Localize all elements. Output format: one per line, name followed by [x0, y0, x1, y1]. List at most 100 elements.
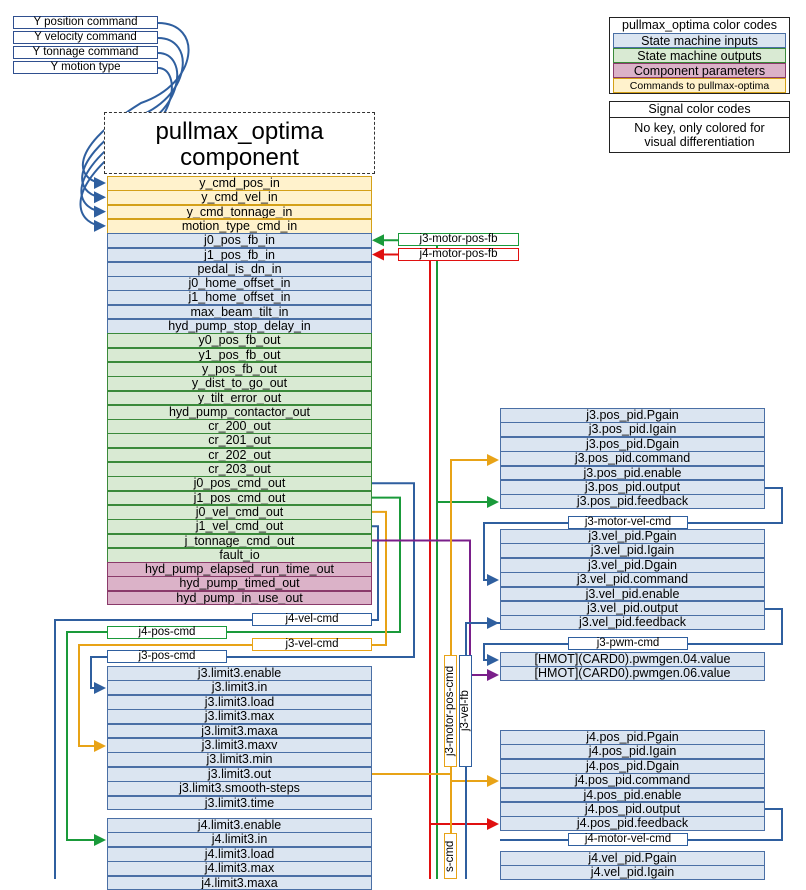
arrowhead — [94, 219, 106, 232]
legend-row-out: State machine outputs — [613, 48, 786, 63]
pos-pid-pin: j4.pos_pid.output — [500, 802, 765, 817]
component-pin: hyd_pump_in_use_out — [107, 590, 372, 606]
limit3-pin: j3.limit3.enable — [107, 666, 372, 681]
pos-pid-pin: j3.pos_pid.feedback — [500, 494, 765, 510]
signal-legend-note-line2: visual differentiation — [644, 135, 755, 149]
arrowhead — [94, 191, 106, 204]
component-pin: cr_203_out — [107, 462, 372, 477]
legend-row-in: State machine inputs — [613, 33, 786, 48]
limit3-pin: j3.limit3.smooth-steps — [107, 781, 372, 797]
component-pin: y_cmd_vel_in — [107, 190, 372, 206]
j4-vel-cmd-route — [54, 619, 252, 879]
j3-motor-pos-cmd-wire — [372, 459, 488, 775]
limit3-pin: j3.limit3.maxv — [107, 738, 372, 753]
vel-pid-pin: j3.vel_pid.Igain — [500, 543, 765, 559]
net-j4-motor-pos-fb: j4-motor-pos-fb — [398, 248, 519, 261]
component-pin: j0_vel_cmd_out — [107, 504, 372, 520]
pwmgen-pin: [HMOT](CARD0).pwmgen.04.value — [500, 652, 765, 667]
limit3-pin: j3.limit3.out — [107, 766, 372, 782]
net-j4-pos-cmd: j4-pos-cmd — [107, 626, 227, 639]
arrowhead — [94, 834, 106, 846]
pos-pid-pin: j3.pos_pid.Igain — [500, 422, 765, 438]
limit3-pin: j4.limit3.max — [107, 861, 372, 877]
signal-color-legend: Signal color codes No key, only colored … — [609, 101, 790, 153]
legend-title: pullmax_optima color codes — [622, 18, 777, 32]
limit3-pin: j4.limit3.load — [107, 846, 372, 862]
component-pin: y_tilt_error_out — [107, 390, 372, 406]
j0-pos-cmd-wire — [227, 482, 415, 658]
component-pin: y_cmd_pos_in — [107, 176, 372, 191]
arrowhead — [94, 205, 106, 218]
pos-pid-pin: j4.pos_pid.feedback — [500, 816, 765, 832]
j1-pos-cmd-wire — [227, 496, 401, 633]
vel-pid-pin: j3.vel_pid.Pgain — [500, 529, 765, 544]
vel-pid-pin: j3.vel_pid.Dgain — [500, 557, 765, 573]
limit3-pin: j4.limit3.enable — [107, 818, 372, 833]
component-pin: hyd_pump_elapsed_run_time_out — [107, 562, 372, 577]
net-partial-cmd: s-cmd — [444, 833, 457, 879]
arrowhead — [487, 454, 499, 466]
command-input: Y position command — [13, 16, 158, 29]
limit3-pin: j4.limit3.in — [107, 832, 372, 848]
net-j4-motor-vel-cmd: j4-motor-vel-cmd — [568, 833, 688, 846]
signal-legend-title: Signal color codes — [610, 102, 789, 118]
arrowhead — [372, 248, 384, 261]
net-j3-motor-vel-cmd: j3-motor-vel-cmd — [568, 516, 688, 529]
pos-pid-pin: j3.pos_pid.Dgain — [500, 436, 765, 452]
arrowhead — [487, 818, 499, 830]
pwmgen-pin: [HMOT](CARD0).pwmgen.06.value — [500, 666, 765, 682]
command-input: Y tonnage command — [13, 46, 158, 59]
component-pin: fault_io — [107, 547, 372, 563]
limit3-pin: j3.limit3.load — [107, 694, 372, 710]
component-pin: y1_pos_fb_out — [107, 347, 372, 363]
net-j3-vel-cmd: j3-vel-cmd — [252, 638, 372, 651]
vel-pid-pin: j3.vel_pid.feedback — [500, 615, 765, 631]
component-pin: j0_pos_fb_in — [107, 233, 372, 248]
pos-pid-pin: j3.pos_pid.output — [500, 480, 765, 495]
vel-pid-pin: j4.vel_pid.Igain — [500, 865, 765, 881]
legend-row-param: Component parameters — [613, 63, 786, 78]
net-j3-pwm-cmd: j3-pwm-cmd — [568, 637, 688, 650]
j1-vel-cmd-wire — [372, 525, 379, 621]
tonnage-cmd-wire — [372, 539, 488, 676]
limit3-pin: j3.limit3.time — [107, 795, 372, 811]
vel-pid-pin: j4.vel_pid.Pgain — [500, 851, 765, 866]
arrowhead — [487, 654, 499, 666]
component-pin: motion_type_cmd_in — [107, 218, 372, 234]
component-pin: hyd_pump_contactor_out — [107, 404, 372, 420]
component-title-line2: component — [180, 144, 299, 171]
component-pin: hyd_pump_stop_delay_in — [107, 319, 372, 334]
component-pin: cr_201_out — [107, 433, 372, 449]
pos-pid-pin: j4.pos_pid.command — [500, 773, 765, 789]
j3-pos-cmd-route — [90, 656, 107, 689]
limit3-pin: j3.limit3.in — [107, 680, 372, 696]
vel-pid-pin: j3.vel_pid.enable — [500, 586, 765, 602]
pos-pid-pin: j4.pos_pid.Pgain — [500, 730, 765, 745]
component-pin: j_tonnage_cmd_out — [107, 533, 372, 549]
component-pin: j1_home_offset_in — [107, 290, 372, 306]
limit3-pin: j3.limit3.min — [107, 752, 372, 768]
arrowhead — [487, 496, 499, 508]
arrowhead — [487, 669, 499, 681]
arrowhead — [487, 617, 499, 629]
pos-pid-pin: j3.pos_pid.Pgain — [500, 408, 765, 423]
component-pin: cr_202_out — [107, 447, 372, 463]
legend-row-cmd: Commands to pullmax-optima — [613, 78, 786, 93]
arrowhead — [94, 177, 106, 189]
arrowhead — [372, 234, 384, 247]
arrowhead — [487, 775, 499, 787]
component-pin: j0_home_offset_in — [107, 276, 372, 291]
arrowhead — [94, 682, 106, 694]
component-pin: y_dist_to_go_out — [107, 376, 372, 391]
net-j3-vel-fb: j3-vel-fb — [459, 655, 472, 767]
component-pin: y_pos_fb_out — [107, 361, 372, 377]
arrowhead — [487, 574, 499, 586]
component-pin: j1_pos_cmd_out — [107, 490, 372, 506]
arrowhead — [94, 740, 106, 752]
vel-pid-pin: j3.vel_pid.output — [500, 601, 765, 616]
j4-pos-cmd-route — [66, 631, 107, 841]
component-pin: hyd_pump_timed_out — [107, 576, 372, 592]
vel-pid-pin: j3.vel_pid.command — [500, 572, 765, 588]
limit3-pin: j4.limit3.maxa — [107, 875, 372, 890]
component-pin: max_beam_tilt_in — [107, 304, 372, 320]
